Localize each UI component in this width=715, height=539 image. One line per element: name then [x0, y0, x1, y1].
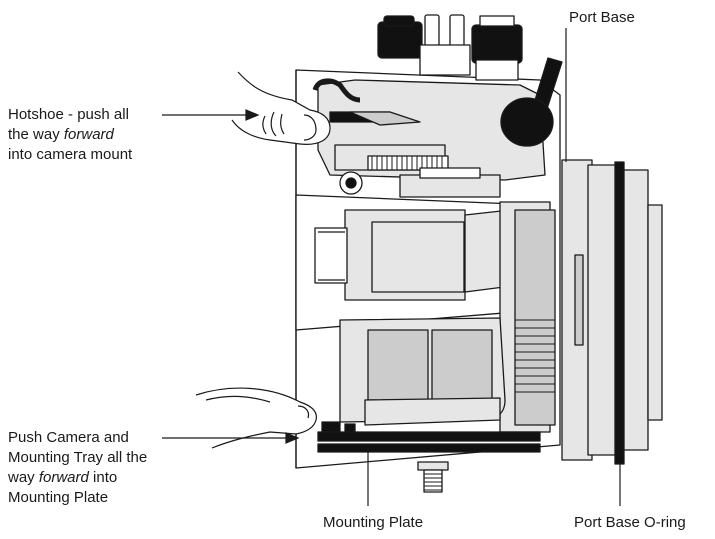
port-base-oring-label: Port Base O-ring [574, 514, 686, 531]
leader-lines [162, 28, 621, 506]
hotshoe-label-line3: into camera mount [8, 146, 133, 163]
push-camera-label-line3-em: forward [38, 469, 89, 486]
push-camera-label-line3-pre: way [8, 469, 39, 486]
mounting-screw [417, 461, 449, 493]
mounting-plate [317, 421, 541, 453]
hotshoe-label-line2: the way forward [8, 125, 132, 145]
mounting-plate-label: Mounting Plate [323, 514, 424, 531]
hotshoe-label-line1: Hotshoe - push all [8, 106, 129, 123]
top-controls [377, 14, 523, 81]
push-camera-label: Push Camera and Mounting Tray all the wa… [8, 428, 147, 508]
port-base-oring [614, 161, 625, 465]
hotshoe-arrowhead [245, 109, 260, 121]
port-base [561, 159, 663, 461]
push-camera-label-line2: Mounting Tray all the [8, 449, 148, 466]
lens-barrel [499, 201, 556, 433]
hotshoe-label: Hotshoe - push all the way forward into … [8, 105, 132, 165]
gear-strip [339, 155, 501, 198]
push-camera-label-line3: way forward into [8, 468, 147, 488]
camera-grip [339, 317, 506, 426]
hotshoe-label-line2-em: forward [63, 126, 114, 143]
hand-top [231, 71, 331, 145]
push-camera-label-line1: Push Camera and [8, 429, 129, 446]
port-base-label: Port Base [569, 9, 635, 26]
push-camera-arrowhead [285, 432, 300, 444]
push-camera-label-line3-post: into [88, 469, 118, 486]
hotshoe-lever [500, 57, 563, 147]
hotshoe-label-line2-pre: the way [8, 126, 64, 143]
push-camera-label-line4: Mounting Plate [8, 489, 109, 506]
